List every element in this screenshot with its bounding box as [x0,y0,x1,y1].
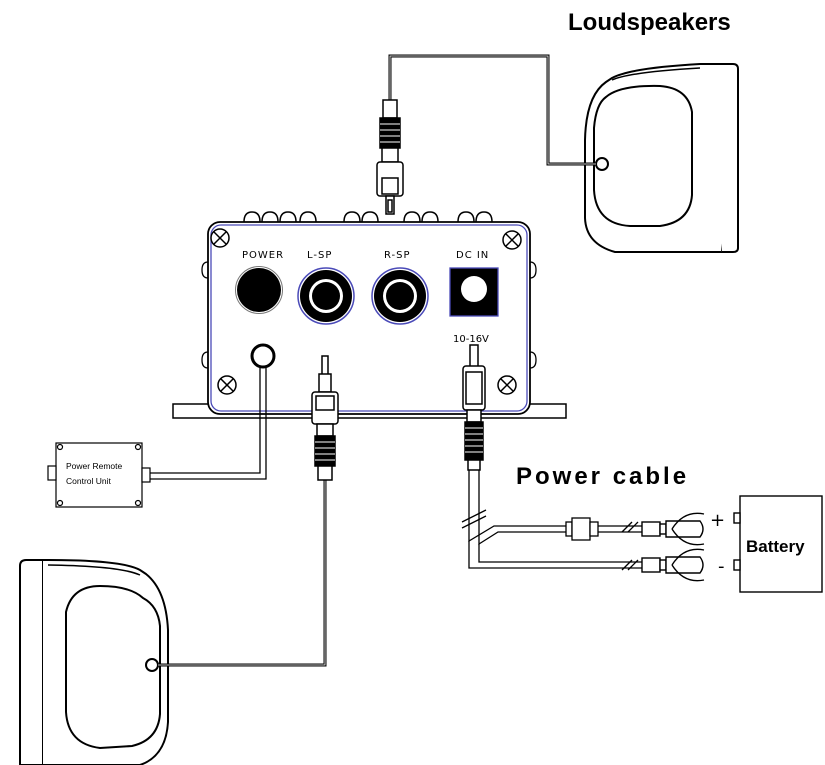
top-speaker-terminal [595,157,609,171]
left-speaker-label: L-SP [307,250,332,261]
inline-fuse [565,517,599,541]
power-cable-title: Power cable [516,463,689,490]
screw-bottom-right [497,375,517,395]
power-cable [461,470,642,571]
remote-jack[interactable] [250,343,276,369]
dc-in-jack[interactable] [449,267,499,317]
screw-top-right [502,230,522,250]
loudspeakers-title: Loudspeakers [568,9,731,36]
voltage-label: 10-16V [453,334,489,345]
battery [733,495,823,593]
right-speaker-label: R-SP [384,250,411,261]
right-speaker-jack[interactable] [371,267,429,325]
negative-sign: - [718,556,725,577]
bottom-speaker-terminal [145,658,159,672]
top-speaker-cable [388,54,596,166]
bottom-speaker-cable [158,478,327,667]
bottom-rca-plug [311,355,339,481]
top-speaker [584,63,739,253]
bottom-speaker [19,559,169,765]
dc-plug [462,344,486,471]
positive-sign: + [710,510,725,531]
screw-bottom-left [217,375,237,395]
power-button[interactable] [237,268,281,312]
remote-label-line2: Control Unit [66,476,112,486]
power-label: POWER [242,250,284,261]
remote-cable [150,367,267,480]
battery-label: Battery [746,537,805,556]
screw-top-left [210,228,230,248]
left-speaker-jack[interactable] [297,267,355,325]
power-remote-control-unit [47,442,151,508]
amplifier: POWER L-SP R-SP DC IN 10-16V [172,211,567,419]
top-rca-plug [376,99,404,215]
negative-spade-terminal [641,548,705,582]
positive-spade-terminal [641,512,705,546]
remote-label-line1: Power Remote [66,461,122,471]
dc-in-label: DC IN [456,250,489,261]
